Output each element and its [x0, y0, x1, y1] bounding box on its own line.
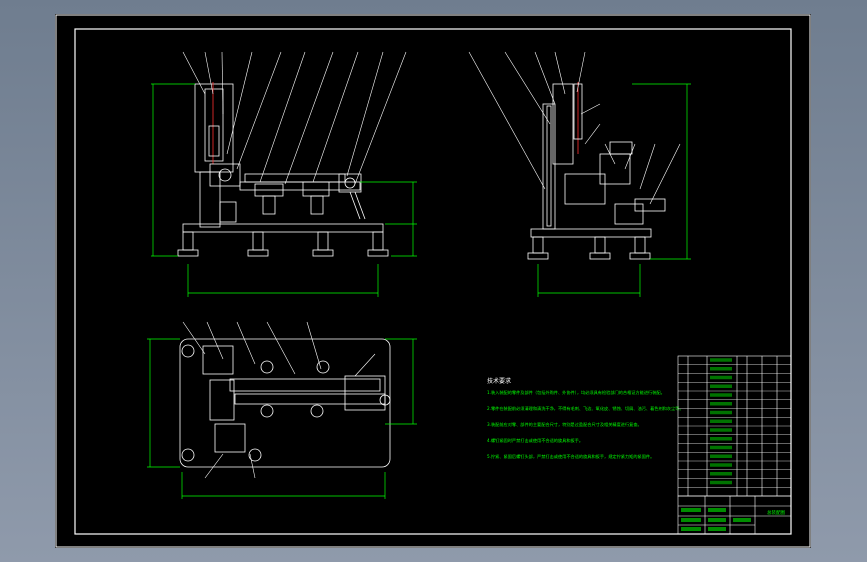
parts-list-cell-mark — [710, 384, 732, 388]
title-block-title: 总装配图 — [767, 509, 785, 516]
technical-notes: 技术要求 1.装入装配的零件及部件（包括外购件、外协件），均必须具有检验部门的合… — [487, 377, 684, 460]
parts-list-cell-mark — [710, 480, 732, 485]
parts-list-cell-mark — [710, 437, 732, 441]
parts-list-cell-mark — [710, 419, 732, 423]
side-view-leaders — [468, 51, 681, 205]
side-view — [527, 82, 666, 260]
parts-list-cell-mark — [710, 402, 732, 406]
parts-list-cell-mark — [710, 367, 732, 371]
parts-list-cell-mark — [710, 393, 732, 397]
top-view — [179, 338, 391, 468]
parts-list-cell-mark — [710, 358, 732, 362]
front-view — [177, 82, 389, 257]
note-line: 4.螺钉紧固时严禁打击或使用不合适的旋具和扳手。 — [487, 437, 583, 444]
title-block — [677, 495, 792, 535]
inner-frame — [74, 28, 792, 535]
drawing-sheet: 技术要求 1.装入装配的零件及部件（包括外购件、外协件），均必须具有检验部门的合… — [55, 14, 811, 548]
front-view-leaders — [182, 51, 407, 185]
note-line: 3.装配前应对零、部件的主要配合尺寸，特别是过盈配合尺寸及相关精度进行复查。 — [487, 421, 642, 428]
outer-frame — [55, 14, 811, 548]
notes-heading: 技术要求 — [487, 377, 511, 385]
parts-list-cell-mark — [710, 428, 732, 432]
note-line: 1.装入装配的零件及部件（包括外购件、外协件），均必须具有检验部门的合格证方能进… — [487, 389, 665, 396]
cad-drawing: 技术要求 1.装入装配的零件及部件（包括外购件、外协件），均必须具有检验部门的合… — [55, 14, 811, 548]
side-view-dimensions — [537, 83, 691, 297]
top-view-leaders — [182, 321, 376, 479]
top-view-dimensions — [147, 338, 417, 499]
parts-list-cell-mark — [710, 454, 732, 458]
note-line: 5.拧紧、紧固后螺钉头部，严禁打击或使用不合适的旋具和扳手，规定拧紧力矩的紧固件… — [487, 453, 654, 460]
title-block-fills — [681, 508, 751, 531]
parts-list-cell-mark — [710, 472, 732, 476]
parts-list-cell-mark — [710, 410, 732, 415]
parts-list-cell-mark — [710, 463, 732, 467]
front-view-dimensions — [151, 83, 417, 297]
note-line: 2.零件在装配前必须清理和清洗干净，不得有毛刺、飞边、氧化皮、锈蚀、切屑、油污、… — [487, 405, 684, 412]
parts-list-cell-mark — [710, 375, 732, 380]
parts-list-rows — [678, 358, 791, 488]
parts-list-cell-mark — [710, 445, 732, 450]
